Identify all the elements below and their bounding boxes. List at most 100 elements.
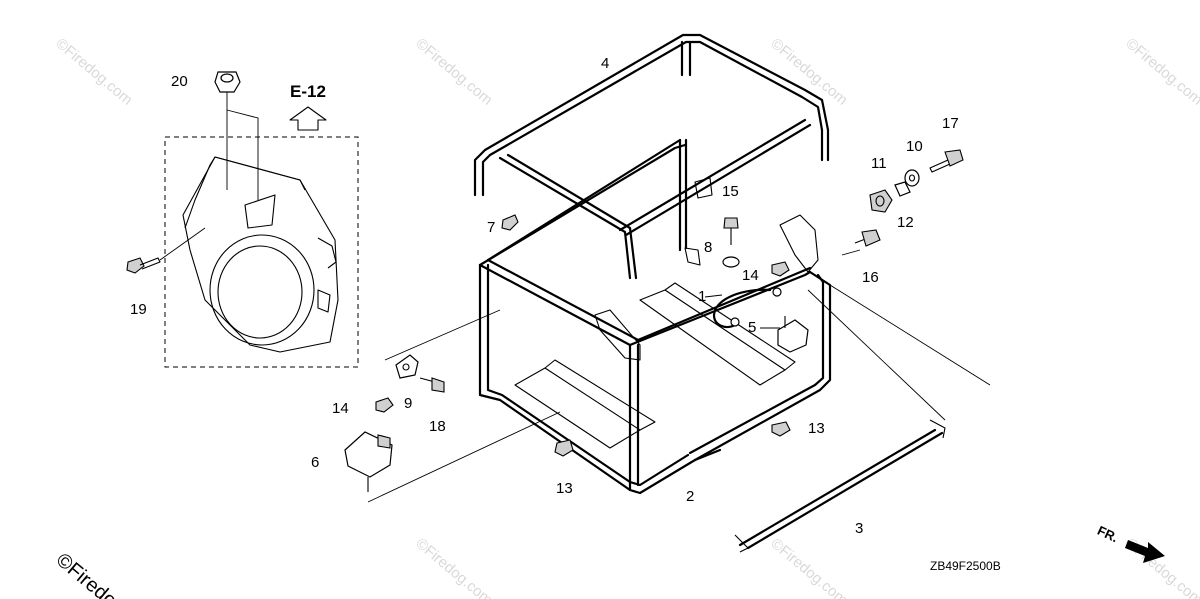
- callout-19: 19: [130, 301, 147, 318]
- callout-17: 17: [942, 115, 959, 132]
- front-indicator: FR.: [1095, 523, 1165, 563]
- washer-8: [722, 256, 740, 268]
- handle-cross-bar-inner: [624, 123, 812, 237]
- watermark-3: ©Firedog.com: [767, 35, 850, 109]
- base-plate-right: [639, 289, 786, 386]
- cable-terminal-top: [772, 287, 782, 297]
- base-plate-left: [514, 367, 641, 449]
- watermark-5: ©Firedog.com: [412, 535, 495, 599]
- fan-cover-opening-inner: [217, 245, 303, 339]
- bracket-9: [395, 354, 419, 379]
- leader-9: [384, 309, 501, 361]
- frame-front-left-loop: [478, 263, 722, 495]
- mount-rubber-6: [344, 431, 393, 492]
- callout-10: 10: [906, 138, 923, 155]
- callout-12: 12: [897, 214, 914, 231]
- leader-20b: [226, 109, 259, 200]
- bolt-17: [929, 149, 964, 173]
- nut-7: [501, 214, 519, 231]
- nut-14-left: [375, 397, 394, 413]
- base-plate-left-lip: [544, 359, 656, 431]
- callout-14-left: 14: [332, 400, 349, 417]
- callout-9: 9: [404, 395, 412, 412]
- callout-6: 6: [311, 454, 319, 471]
- e12-label: E-12: [290, 82, 326, 101]
- e12-reference: E-12: [289, 82, 327, 131]
- main-frame: [473, 33, 832, 495]
- watermark-6: ©Firedog.com: [767, 535, 850, 599]
- leader-3b: [829, 284, 991, 386]
- leader-6: [367, 411, 561, 503]
- handle-outline: [473, 33, 830, 197]
- frame-right-loop-inner: [688, 273, 825, 455]
- drawing-code: ZB49F2500B: [930, 559, 1001, 573]
- nut-13-right: [771, 421, 791, 437]
- callout-7: 7: [487, 219, 495, 236]
- callout-15: 15: [722, 183, 739, 200]
- callout-8: 8: [704, 239, 712, 256]
- bolt-20: [214, 71, 241, 93]
- fr-arrow-icon: [1125, 540, 1165, 563]
- washer-10: [904, 169, 920, 187]
- copyright-text: ©Firedog: [52, 549, 129, 599]
- handle-front-bar: [498, 156, 632, 280]
- callout-14-right: 14: [742, 267, 759, 284]
- watermark-4: ©Firedog.com: [1122, 35, 1200, 109]
- frame-top-left-rail: [478, 263, 632, 347]
- callout-13-right: 13: [808, 420, 825, 437]
- bolt-18: [419, 377, 445, 393]
- callout-2: 2: [686, 488, 694, 505]
- back-tab: [694, 177, 713, 199]
- nut-13-bottom: [554, 439, 574, 457]
- frame-back-rail: [478, 143, 687, 267]
- watermark-2: ©Firedog.com: [412, 35, 495, 109]
- leader-1: [704, 294, 723, 298]
- fan-cover-opening: [209, 234, 315, 346]
- back-tab-lower: [684, 247, 701, 266]
- leader-3a: [807, 289, 946, 421]
- frame-top-front-rail-inner: [636, 266, 812, 342]
- fan-cover: [182, 156, 339, 353]
- collar-12: [894, 181, 911, 197]
- fan-cover-top-lip: [214, 156, 306, 191]
- fr-label: FR.: [1095, 523, 1120, 545]
- callout-4: 4: [601, 55, 609, 72]
- handle-front-bar-inner: [506, 153, 638, 280]
- callout-13-bottom: 13: [556, 480, 573, 497]
- fan-cover-dashed-box: [164, 136, 359, 368]
- callout-20: 20: [171, 73, 188, 90]
- right-side-bracket: [779, 214, 819, 273]
- frame-top-front-rail: [628, 270, 812, 347]
- battery-cable: [712, 288, 772, 329]
- callout-18: 18: [429, 418, 446, 435]
- callout-5: 5: [748, 319, 756, 336]
- callout-11: 11: [871, 155, 887, 172]
- fan-cover-clip: [317, 289, 331, 313]
- fan-cover-tab: [317, 237, 337, 269]
- battery-bar-3: [734, 419, 946, 553]
- bolt-19: [126, 257, 161, 274]
- nut-14-right: [771, 261, 790, 277]
- frame-top-left-rail-inner: [486, 258, 640, 342]
- callouts: 1 2 3 4 5 6 7 8 9 10 11 12 13 13 14 14 1…: [130, 55, 959, 537]
- handle-outline-inner: [481, 40, 824, 197]
- bolt-15: [723, 217, 739, 245]
- watermark-1: ©Firedog.com: [52, 35, 135, 109]
- mount-rubber-5: [777, 316, 809, 353]
- fan-cover-edge: [184, 156, 216, 229]
- frame-front-left-loop-inner: [486, 263, 690, 487]
- callout-1: 1: [698, 288, 706, 305]
- nut-11: [869, 189, 893, 213]
- fan-cover-group: [126, 71, 359, 368]
- leader-19: [159, 227, 206, 261]
- handle-cross-bar: [618, 118, 807, 232]
- bolt-16: [854, 229, 881, 247]
- fan-cover-boss: [244, 194, 276, 229]
- up-arrow-icon: [289, 106, 327, 131]
- callout-16: 16: [862, 269, 879, 286]
- cable-terminal-bottom: [730, 317, 740, 327]
- callout-3: 3: [855, 520, 863, 537]
- leader-16: [841, 249, 861, 256]
- leader-lines: [367, 249, 991, 503]
